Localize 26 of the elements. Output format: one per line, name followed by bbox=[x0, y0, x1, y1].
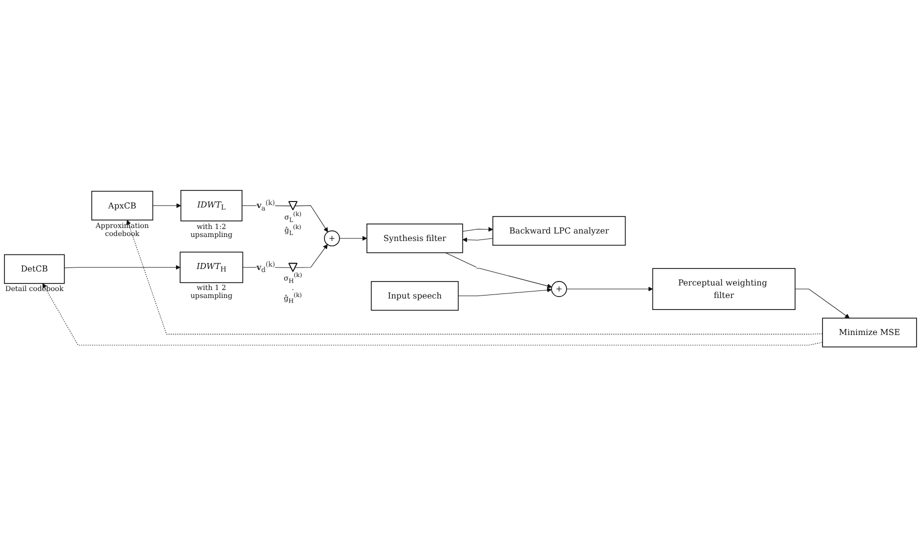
node-circle: + bbox=[324, 230, 340, 246]
connector bbox=[242, 205, 292, 206]
node-box: Minimize MSE bbox=[822, 318, 917, 348]
node-box: DetCB bbox=[4, 254, 65, 284]
arrow bbox=[126, 220, 823, 334]
arrow bbox=[152, 203, 182, 208]
node-box: ApxCB bbox=[91, 190, 154, 220]
node-box: Backward LPC analyzer bbox=[492, 216, 626, 246]
arrow bbox=[462, 226, 494, 232]
node-box: Perceptual weighting filter bbox=[652, 268, 796, 310]
edge-label: - bbox=[476, 262, 480, 272]
arrow bbox=[462, 237, 494, 242]
node-box: Synthesis filter bbox=[366, 223, 464, 253]
arrow bbox=[42, 283, 823, 346]
node-box: IDWT$_{H}$ bbox=[180, 252, 244, 283]
arrow bbox=[445, 252, 552, 288]
arrow bbox=[794, 288, 850, 318]
arrow bbox=[339, 236, 368, 241]
node-box: Input speech bbox=[370, 280, 459, 311]
node-box: IDWT$_{L}$ bbox=[180, 190, 242, 222]
arrow bbox=[294, 244, 328, 268]
arrow bbox=[566, 286, 653, 292]
arrow bbox=[294, 205, 328, 232]
node-circle: + bbox=[551, 280, 568, 297]
arrow bbox=[64, 264, 180, 270]
arrow bbox=[458, 287, 552, 296]
